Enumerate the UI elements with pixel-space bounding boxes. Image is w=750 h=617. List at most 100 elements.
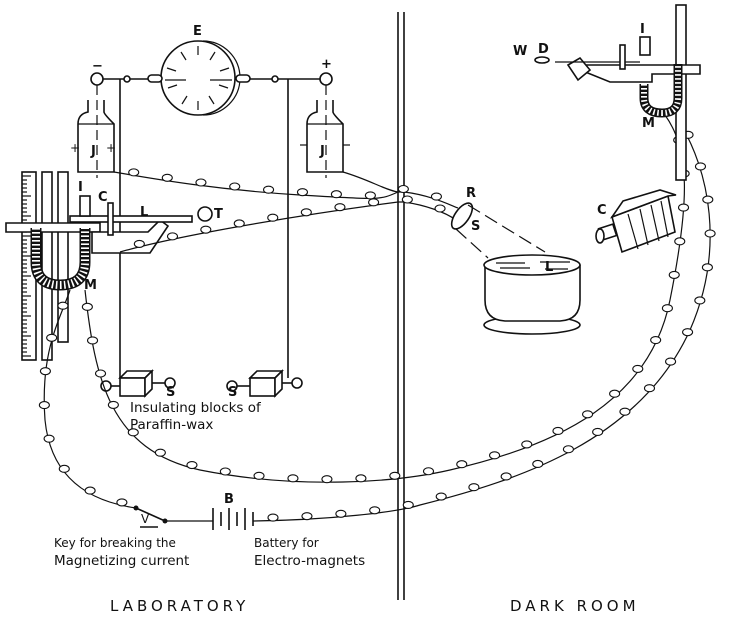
wire-path <box>252 119 711 522</box>
wire-loop <box>57 301 69 310</box>
wire-loop <box>401 195 413 204</box>
wire-loop <box>116 498 128 507</box>
label-jar-right: J <box>319 144 325 159</box>
wire-loop <box>300 208 312 217</box>
wire-loop <box>39 367 51 376</box>
wire-loop <box>58 464 70 473</box>
wire-loop <box>668 270 680 279</box>
wire-loop <box>186 460 198 470</box>
wire-loop <box>166 232 179 241</box>
wire-loop <box>46 333 58 342</box>
wire-loop <box>43 434 55 443</box>
wire-loop <box>389 471 401 480</box>
negative-terminal: − <box>90 59 104 86</box>
insulating-block-right: S <box>226 369 303 400</box>
wire-path <box>43 289 137 509</box>
wire-loop <box>335 509 347 518</box>
wire-loop <box>562 445 574 454</box>
wire-loop <box>287 474 299 483</box>
wire-loop <box>195 178 207 187</box>
wire-loop <box>128 168 140 177</box>
label-mirror-r: R <box>466 186 476 201</box>
wire-loop <box>81 302 93 311</box>
wire-loop <box>154 448 166 457</box>
label-disc-d: D <box>538 42 549 57</box>
wire-loop <box>321 475 333 484</box>
wire-loop <box>665 357 677 366</box>
wire-loop <box>94 369 107 378</box>
caption-insulating-1: Insulating blocks of <box>130 400 262 416</box>
caption-battery-1: Battery for <box>254 536 319 550</box>
label-electrometer: E <box>193 24 202 39</box>
label-terminal: T <box>214 207 223 222</box>
wire-loop <box>355 474 367 483</box>
label-indicator-right: I <box>640 22 645 37</box>
wire-loop <box>253 471 265 480</box>
wire-loop <box>677 203 690 212</box>
label-jar-left: J <box>90 144 96 159</box>
wire-loop <box>368 198 380 207</box>
wire-loop <box>301 512 313 521</box>
dividing-wall <box>397 12 405 600</box>
wire-loop <box>229 182 241 191</box>
wire-loop <box>296 188 309 197</box>
left-jar: J + + <box>70 85 116 178</box>
measuring-scale <box>21 171 37 361</box>
wire-loop <box>434 204 446 213</box>
room-label-laboratory: LABORATORY <box>110 597 249 615</box>
wire-loop <box>330 190 342 199</box>
wire-loop <box>619 407 631 416</box>
room-label-dark-room: DARK ROOM <box>510 597 640 615</box>
wire-loop <box>86 336 99 345</box>
wire-loop <box>609 389 621 398</box>
wire-loop <box>489 451 501 460</box>
label-battery: B <box>224 492 234 507</box>
wire-loop <box>650 335 662 345</box>
wire-path <box>342 171 399 193</box>
label-camera: C <box>597 203 607 218</box>
wire-loop <box>500 472 512 481</box>
wire-loop <box>552 426 564 435</box>
wire-loop <box>397 184 409 194</box>
wire-loop <box>107 400 119 409</box>
wire-loop <box>369 506 381 515</box>
wire-loop <box>200 225 212 234</box>
wire-loop <box>521 440 533 449</box>
label-condenser-left: C <box>98 190 108 205</box>
wire-loop <box>694 162 707 171</box>
positive-terminal: + <box>319 57 333 86</box>
wire-loop <box>592 427 604 436</box>
caption-insulating-2: Paraffin-wax <box>130 417 213 433</box>
label-switch-left: S <box>166 385 175 400</box>
wires <box>38 114 716 522</box>
wire-loop <box>456 460 468 469</box>
wire-loop <box>267 213 279 222</box>
key-switch[interactable]: V <box>133 505 168 528</box>
insulating-block-left: S <box>100 369 176 400</box>
wire-loop <box>364 191 376 200</box>
label-jar-left-plus-r: + <box>106 141 116 155</box>
wire-loop <box>704 229 716 238</box>
label-liquid: L <box>545 260 553 275</box>
wire-loop <box>263 185 275 194</box>
wire-loop <box>468 483 480 492</box>
caption-battery-2: Electro-magnets <box>254 553 365 569</box>
wire-loop <box>402 500 414 510</box>
wire-loop <box>701 263 713 272</box>
caption-key-2: Magnetizing current <box>54 553 189 569</box>
wire-loop <box>161 173 173 182</box>
top-wire <box>100 75 325 378</box>
camera: C <box>595 189 677 254</box>
label-lever: L <box>140 205 148 220</box>
label-indicator-left: I <box>78 180 83 195</box>
wire-loop <box>682 328 694 337</box>
wire-path <box>113 171 459 209</box>
wire-loop <box>84 486 96 495</box>
label-jar-left-plus-l: + <box>70 141 80 155</box>
wire-loop <box>632 364 644 373</box>
wire-loop <box>643 384 656 393</box>
label-magnet-left: M <box>84 278 97 293</box>
mirror: R S <box>450 186 546 259</box>
left-electromagnet: M <box>30 228 97 293</box>
